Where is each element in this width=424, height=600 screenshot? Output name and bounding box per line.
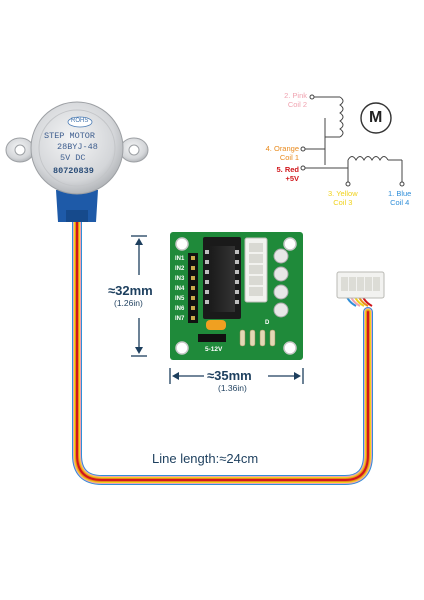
pin-label-in2: IN2	[175, 266, 185, 272]
motor-label-line3: 5V DC	[60, 153, 86, 163]
wire-red-label: 5. Red +5V	[276, 165, 299, 183]
wire-pink-label: 2. Pink Coil 2	[284, 91, 307, 109]
wire-yellow-label: 3. Yellow Coil 3	[328, 189, 358, 207]
wire-red-number: 5. Red	[276, 165, 299, 174]
width-dimension-line	[169, 368, 304, 384]
height-dimension-inches: (1.26in)	[114, 298, 143, 308]
height-dimension-line	[131, 235, 147, 357]
wire-orange-coil: Coil 1	[279, 152, 299, 162]
height-dimension: ≈32mm	[108, 283, 153, 298]
wire-blue-coil: Coil 4	[390, 197, 410, 207]
wire-blue-number: 1. Blue	[388, 189, 412, 198]
pin-label-in1: IN1	[175, 256, 185, 262]
pin-label-in5: IN5	[175, 296, 185, 302]
width-dimension-inches: (1.36in)	[218, 383, 247, 393]
motor-connector	[336, 271, 385, 299]
rohs-badge: ROHS	[71, 118, 89, 124]
wire-pink-coil: Coil 2	[287, 99, 307, 109]
line-length: Line length:≈24cm	[152, 451, 259, 466]
motor-label-line2: 28BYJ-48	[57, 142, 98, 152]
wire-orange-number: 4. Orange	[265, 144, 299, 153]
pin-label-in7: IN7	[175, 316, 185, 322]
motor-serial: 80720839	[53, 166, 94, 176]
motor-label-line1: STEP MOTOR	[44, 131, 96, 141]
diode-label: D	[265, 320, 270, 326]
pin-label-in3: IN3	[175, 276, 185, 282]
wiring-schematic	[303, 96, 403, 182]
wire-yellow-coil: Coil 3	[333, 197, 353, 207]
wire-orange-label: 4. Orange Coil 1	[265, 144, 299, 162]
width-dimension: ≈35mm	[207, 368, 252, 383]
wire-red-coil: +5V	[285, 173, 299, 183]
schematic-terminals	[300, 94, 405, 187]
pin-label-in6: IN6	[175, 306, 185, 312]
wire-pink-number: 2. Pink	[284, 91, 307, 100]
pin-label-in4: IN4	[175, 286, 185, 292]
wire-blue-label: 1. Blue Coil 4	[388, 189, 412, 207]
power-label: 5-12V	[205, 346, 223, 353]
motor-symbol: M	[369, 109, 383, 126]
motor-cable	[72, 205, 373, 485]
wire-yellow-number: 3. Yellow	[328, 189, 358, 198]
stepper-motor	[5, 101, 149, 222]
driver-board	[170, 232, 303, 360]
